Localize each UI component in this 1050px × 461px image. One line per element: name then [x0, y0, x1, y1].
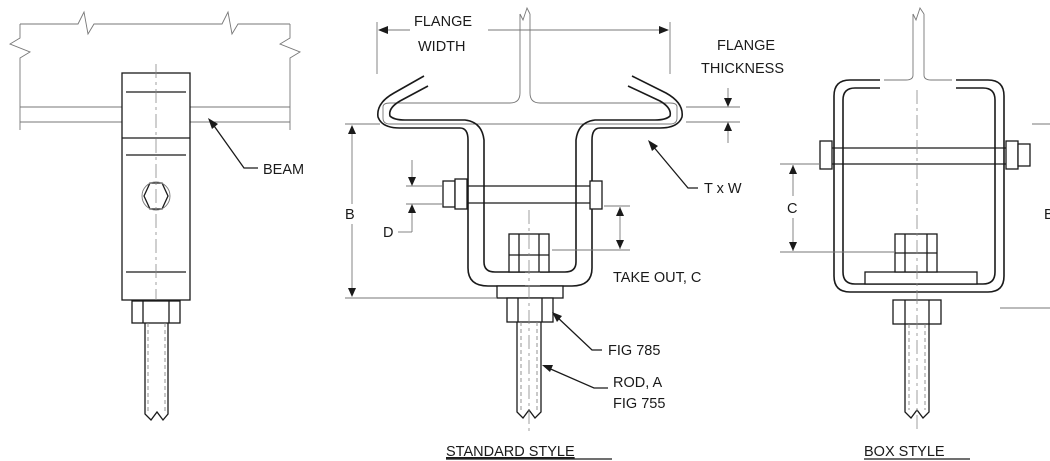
flange-thickness-label-1: FLANGE	[717, 38, 775, 54]
b-label: B	[345, 207, 355, 223]
flange-width-label-1: FLANGE	[414, 14, 472, 30]
clamp-strap-left	[377, 75, 525, 287]
box-inner-plate	[864, 271, 978, 285]
box-style-caption: BOX STYLE	[864, 444, 945, 460]
beam-flange	[382, 6, 678, 125]
clamp-strap-right	[540, 75, 683, 287]
d-label: D	[383, 225, 393, 241]
flange-width-label-2: WIDTH	[418, 39, 466, 55]
t-x-w-leader: T x W	[648, 140, 742, 197]
box-frame	[833, 79, 1005, 293]
standard-style-view: FLANGE WIDTH FLANGE THICKNESS B	[345, 6, 784, 460]
rod-leader: ROD, A FIG 755	[542, 365, 665, 412]
rod-label-2: FIG 755	[613, 396, 665, 412]
standard-style-caption: STANDARD STYLE	[446, 444, 575, 460]
b-dimension: B	[345, 123, 497, 299]
box-style-view: C B BOX STYLE	[780, 6, 1050, 460]
box-c-label: C	[787, 201, 797, 217]
box-b-label: B	[1044, 207, 1050, 223]
rod	[144, 323, 169, 422]
box-c-dimension: C	[780, 163, 895, 253]
clamp-body	[121, 72, 191, 301]
fig-785-leader: FIG 785	[552, 312, 660, 359]
box-b-dimension: B	[1000, 123, 1050, 309]
fig-785-nut	[506, 297, 554, 323]
flange-thickness-dimension: FLANGE THICKNESS	[686, 38, 784, 143]
take-out-label: TAKE OUT, C	[613, 270, 701, 286]
take-out-dimension: TAKE OUT, C	[552, 205, 701, 286]
hex-nut	[131, 300, 181, 324]
cross-bolt	[442, 178, 603, 210]
beam-label: BEAM	[263, 162, 304, 178]
rod-label-1: ROD, A	[613, 375, 662, 391]
side-view: BEAM	[8, 10, 304, 422]
d-dimension: D	[383, 160, 442, 241]
flange-width-dimension: FLANGE WIDTH	[376, 14, 671, 74]
fig-785-label: FIG 785	[608, 343, 660, 359]
t-x-w-label: T x W	[704, 181, 742, 197]
base-plate	[496, 285, 564, 299]
flange-thickness-label-2: THICKNESS	[701, 61, 784, 77]
box-cross-bolt	[819, 140, 1031, 170]
